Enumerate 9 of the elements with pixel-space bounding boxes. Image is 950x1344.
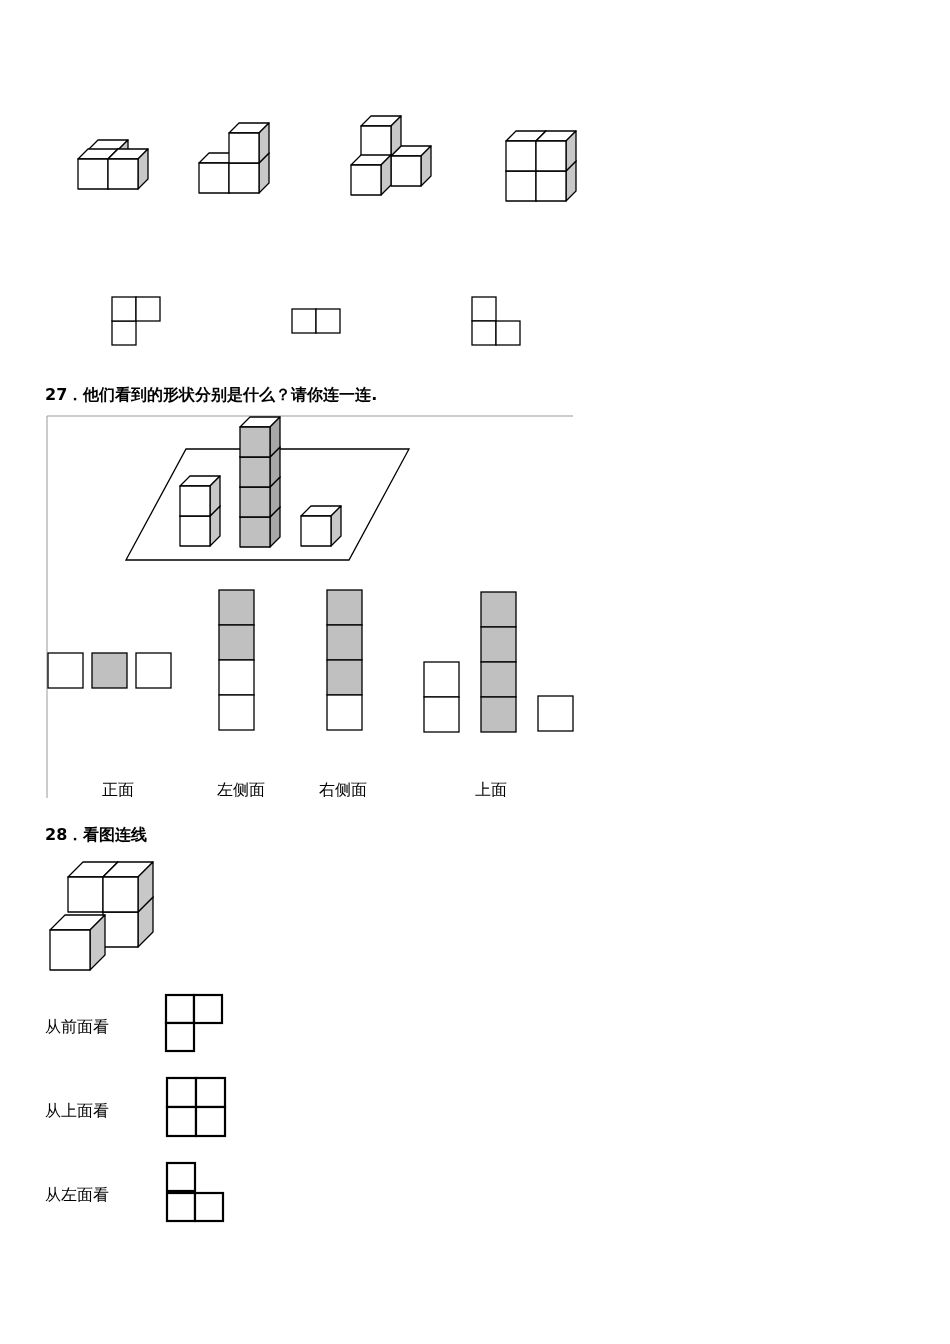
view-label: 右侧面 — [319, 780, 367, 800]
question-text: 28．看图连线 — [45, 825, 148, 845]
direction-label: 从左面看 — [45, 1185, 109, 1205]
view-label: 正面 — [102, 780, 134, 800]
direction-label: 从前面看 — [45, 1017, 109, 1037]
view-label: 上面 — [475, 780, 507, 800]
direction-label: 从上面看 — [45, 1101, 109, 1121]
view-label: 左侧面 — [217, 780, 265, 800]
question-text: 27．他们看到的形状分别是什么？请你连一连. — [45, 385, 378, 405]
